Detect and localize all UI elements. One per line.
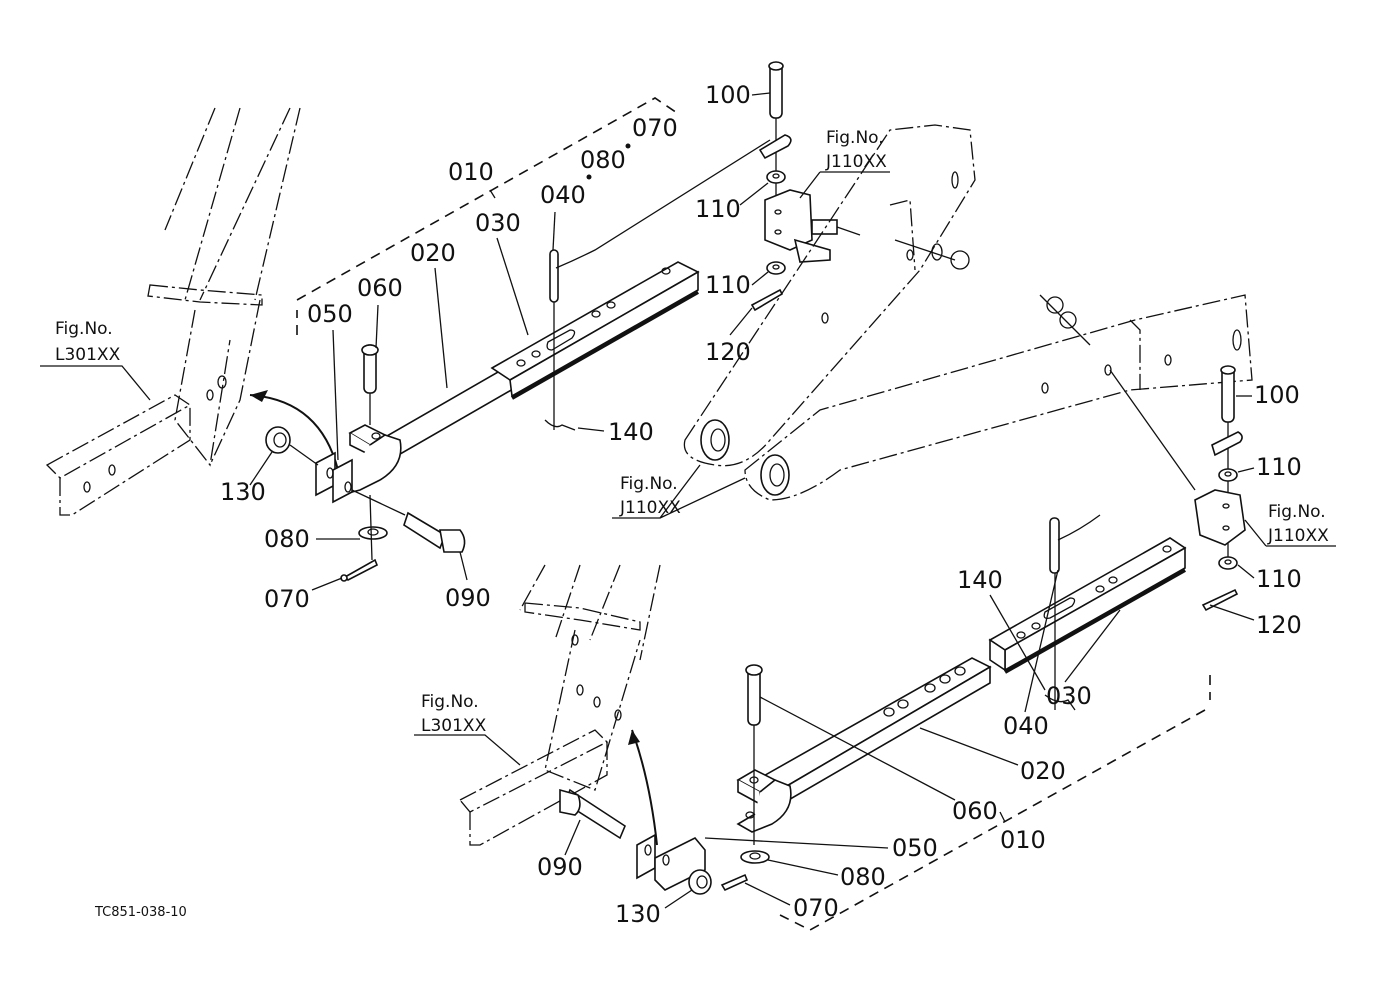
part-060-pin-lower bbox=[745, 664, 763, 845]
callout-030[interactable]: 030 bbox=[1046, 682, 1092, 710]
part-130-nut-upper bbox=[265, 426, 319, 466]
mount-arrow-lower bbox=[631, 729, 658, 846]
part-120-cotter-right bbox=[1201, 588, 1239, 612]
fig-ref-j110xx-arms[interactable]: Fig.No. J110XX bbox=[612, 464, 746, 519]
part-bracket-j110xx-right bbox=[1194, 489, 1246, 546]
arrow-head-icon bbox=[628, 730, 640, 745]
fig-ref-line2: L301XX bbox=[55, 345, 121, 365]
part-bracket-j110xx-top bbox=[764, 189, 861, 263]
callout-110[interactable]: 110 bbox=[695, 195, 741, 223]
callout-060[interactable]: 060 bbox=[357, 274, 403, 302]
callouts-lower: 140 030 040 020 060 010 050 080 070 090 … bbox=[537, 566, 1121, 928]
part-050-clevis-lower bbox=[636, 769, 792, 891]
part-110-washer-right-b bbox=[1218, 556, 1238, 570]
fig-ref-line2: J110XX bbox=[1267, 526, 1329, 546]
fig-ref-line2: J110XX bbox=[825, 152, 887, 172]
part-040-linch-pin-upper bbox=[544, 139, 771, 431]
part-130-nut-lower bbox=[688, 869, 712, 895]
fig-ref-j110xx-top[interactable]: Fig.No. J110XX bbox=[799, 128, 890, 199]
part-080-washer-upper bbox=[358, 526, 388, 540]
fig-ref-line1: Fig.No. bbox=[55, 319, 113, 339]
callout-140[interactable]: 140 bbox=[608, 418, 654, 446]
lower-link-arms bbox=[683, 124, 1253, 501]
tractor-frame-lower bbox=[458, 564, 661, 846]
callouts-right: 100 110 110 120 bbox=[1209, 381, 1302, 639]
callout-080[interactable]: 080 bbox=[264, 525, 310, 553]
group-bracket-010-upper bbox=[296, 97, 681, 335]
callout-090[interactable]: 090 bbox=[537, 853, 583, 881]
callout-090[interactable]: 090 bbox=[445, 584, 491, 612]
callouts-upper: 010 080 070 040 030 020 060 050 140 130 … bbox=[220, 114, 678, 613]
callout-100[interactable]: 100 bbox=[1254, 381, 1300, 409]
callout-040[interactable]: 040 bbox=[1003, 712, 1049, 740]
callout-020[interactable]: 020 bbox=[410, 239, 456, 267]
callout-050[interactable]: 050 bbox=[307, 300, 353, 328]
part-110-washer-top-b bbox=[766, 261, 786, 275]
fig-ref-line1: Fig.No. bbox=[421, 692, 479, 712]
fig-ref-line1: Fig.No. bbox=[1268, 502, 1326, 522]
callout-100[interactable]: 100 bbox=[705, 81, 751, 109]
callout-020[interactable]: 020 bbox=[1020, 757, 1066, 785]
callout-010[interactable]: 010 bbox=[448, 158, 494, 186]
callout-140[interactable]: 140 bbox=[957, 566, 1003, 594]
callout-110[interactable]: 110 bbox=[705, 271, 751, 299]
part-040-linch-pin-lower bbox=[1044, 514, 1101, 711]
drawing-code-label: TC851-038-10 bbox=[94, 905, 187, 920]
callout-060[interactable]: 060 bbox=[952, 797, 998, 825]
fig-ref-line1: Fig.No. bbox=[620, 474, 678, 494]
callout-080[interactable]: 080 bbox=[840, 863, 886, 891]
arrow-head-icon bbox=[250, 390, 268, 402]
part-030-outer-tube-upper bbox=[490, 261, 700, 400]
callout-010[interactable]: 010 bbox=[1000, 826, 1046, 854]
part-chain-clip-top bbox=[758, 134, 792, 160]
callout-070-dot[interactable]: 070 bbox=[632, 114, 678, 142]
part-090-bolt-lower bbox=[559, 788, 626, 840]
fig-ref-l301xx-upper[interactable]: Fig.No. L301XX bbox=[40, 319, 151, 401]
callout-110[interactable]: 110 bbox=[1256, 565, 1302, 593]
callout-070[interactable]: 070 bbox=[264, 585, 310, 613]
callout-050[interactable]: 050 bbox=[892, 834, 938, 862]
part-020-inner-bar-lower bbox=[758, 657, 992, 807]
part-060-pin-upper bbox=[361, 344, 379, 425]
callout-130[interactable]: 130 bbox=[615, 900, 661, 928]
callout-120[interactable]: 120 bbox=[705, 338, 751, 366]
tractor-frame-upper bbox=[45, 107, 301, 516]
callout-070[interactable]: 070 bbox=[793, 894, 839, 922]
callout-120[interactable]: 120 bbox=[1256, 611, 1302, 639]
callout-080-dot[interactable]: 080 bbox=[580, 146, 626, 174]
part-050-clevis-upper bbox=[315, 424, 402, 504]
part-chain-clip-right bbox=[1211, 431, 1243, 457]
part-090-bolt-upper bbox=[351, 489, 466, 553]
part-070-cotter-lower bbox=[720, 873, 749, 892]
callouts-top-pin: 100 110 110 120 bbox=[695, 81, 771, 366]
fig-ref-line2: J110XX bbox=[619, 498, 681, 518]
callout-110[interactable]: 110 bbox=[1256, 453, 1302, 481]
part-110-washer-top-a bbox=[766, 170, 786, 184]
part-080-washer-lower bbox=[740, 850, 770, 864]
callout-130[interactable]: 130 bbox=[220, 478, 266, 506]
fig-ref-j110xx-right[interactable]: Fig.No. J110XX bbox=[1244, 502, 1336, 547]
group-bracket-010-lower bbox=[779, 675, 1211, 931]
part-070-cotter-pin-upper bbox=[340, 558, 379, 582]
callout-040[interactable]: 040 bbox=[540, 181, 586, 209]
callout-030[interactable]: 030 bbox=[475, 209, 521, 237]
fig-ref-line1: Fig.No. bbox=[826, 128, 884, 148]
fig-ref-l301xx-lower[interactable]: Fig.No. L301XX bbox=[414, 692, 521, 766]
part-030-outer-tube-lower bbox=[988, 537, 1187, 674]
part-110-washer-right-a bbox=[1218, 468, 1238, 482]
fig-ref-line2: L301XX bbox=[421, 716, 487, 736]
